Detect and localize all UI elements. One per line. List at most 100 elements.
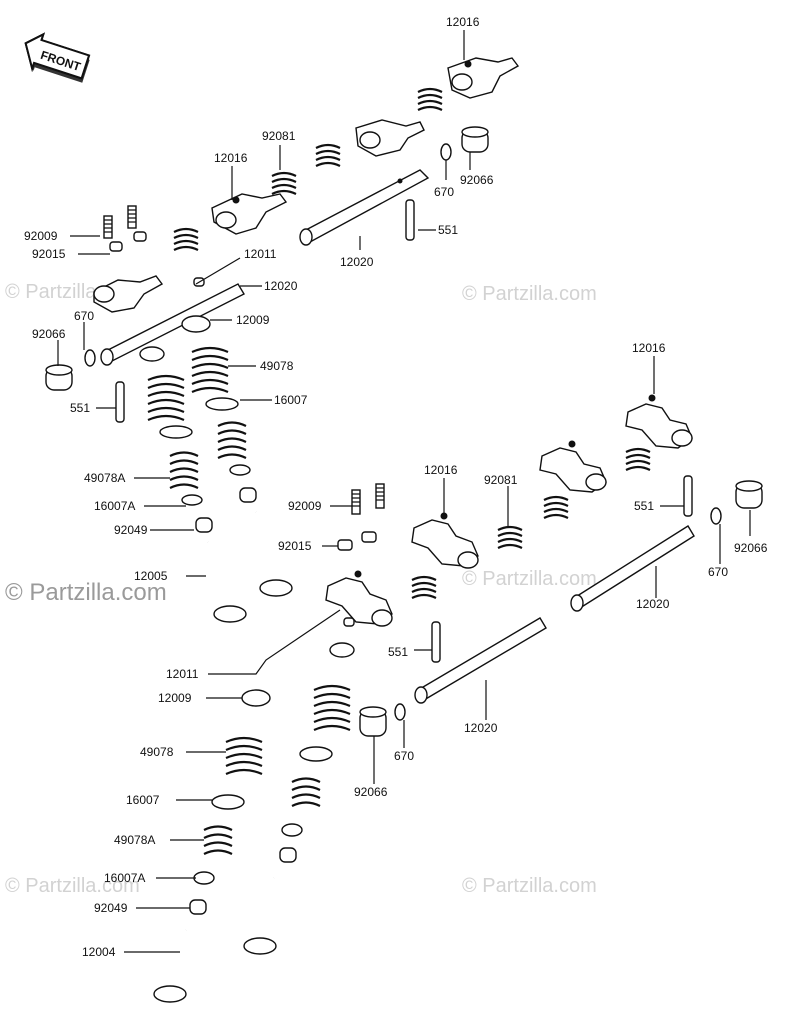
spring-part [217,421,247,459]
spring-seat-part [211,794,245,810]
rocker-arm-part [325,570,393,627]
part-label: 92066 [32,327,66,341]
part-label: 12004 [82,945,116,959]
spring-seat-part [181,494,203,506]
retainer-part [343,617,355,627]
spring-retainer-part [329,642,355,658]
part-label: 49078 [260,359,294,373]
rocker-arm-part [447,57,520,99]
locknut-part [361,531,377,543]
spring-retainer-part [181,315,211,333]
o-ring-part [394,703,406,721]
rocker-shaft-part [100,283,245,366]
part-label: 92049 [114,523,148,537]
part-label: 12016 [446,15,480,29]
part-label: 92015 [32,247,66,261]
spring-part [625,447,651,471]
spring-seat-part [229,464,251,476]
part-label: 12011 [244,247,277,261]
o-ring-part [710,507,722,525]
o-ring-part [84,349,96,367]
spring-part [315,143,341,167]
part-label: 670 [394,749,414,763]
valve-part [254,511,293,597]
part-label: 551 [70,401,90,415]
watermark-text: © Partzilla.com [5,579,167,606]
valve-part [206,541,247,623]
part-label: 551 [634,499,654,513]
part-label: 670 [434,185,454,199]
part-label: 12020 [636,597,670,611]
rocker-arm-part [539,440,607,493]
rocker-shaft-part [299,169,430,246]
part-label: 16007 [126,793,160,807]
part-label: 16007A [104,871,145,885]
spring-part [313,684,351,732]
spring-part [147,374,185,422]
spring-part [169,451,199,489]
part-label: 670 [74,309,94,323]
part-label: 92066 [354,785,388,799]
plug-part [735,480,763,509]
spring-part [271,171,297,195]
oil-seal-part [189,899,207,915]
spring-part [191,346,229,394]
spring-seat-part [193,871,215,885]
watermark-text: © Partzilla.com [5,875,140,897]
spring-seat-part [205,397,239,411]
spring-seat-part [281,823,303,837]
part-label: 49078A [84,471,125,485]
watermark-text: © Partzilla.com [462,875,597,897]
rocker-shaft-part [570,525,695,612]
part-label: 49078A [114,833,155,847]
adjust-screw-part [351,483,385,515]
spring-part [203,825,233,855]
locknut-part [109,241,123,252]
rocker-arm-part [355,119,425,157]
spring-part [173,227,199,251]
rocker-shaft-part [414,617,547,704]
part-label: 12005 [134,569,168,583]
part-label: 16007 [274,393,308,407]
part-label: 92015 [278,539,312,553]
adjust-screw-part [103,205,137,239]
rocker-arm-part [625,394,693,449]
part-label: 12016 [214,151,248,165]
part-label: 12016 [424,463,458,477]
part-label: 12009 [158,691,192,705]
part-label: 12020 [340,255,374,269]
plug-part [359,706,387,737]
watermark-group: © Partzilla.com © Partzilla.com © Partzi… [5,281,597,897]
spring-part [497,525,523,549]
front-arrow-badge: FRONT [24,32,91,83]
valve-part [153,929,188,1003]
spring-part [417,87,443,111]
valve-part [243,877,277,955]
part-label: 92009 [24,229,58,243]
part-label: 92081 [262,129,296,143]
rocker-arm-part [211,193,288,235]
oil-seal-part [279,847,297,863]
watermark-text: © Partzilla.com [462,283,597,305]
rocker-arm-part [93,275,164,313]
part-label: 12020 [464,721,498,735]
part-label: 12011 [166,667,199,681]
part-label: 12016 [632,341,666,355]
pin-part [431,621,441,663]
part-label: 92009 [288,499,322,513]
spring-part [291,777,321,807]
part-label: 92066 [734,541,768,555]
part-label: 16007A [94,499,135,513]
part-label: 12009 [236,313,270,327]
pin-part [115,381,125,423]
part-label: 12020 [264,279,298,293]
oil-seal-part [239,487,257,503]
locknut-part [133,231,147,242]
part-label: 92081 [484,473,518,487]
part-label: 49078 [140,745,174,759]
leader-lines [57,30,751,953]
o-ring-part [440,143,452,161]
plug-part [461,126,489,153]
